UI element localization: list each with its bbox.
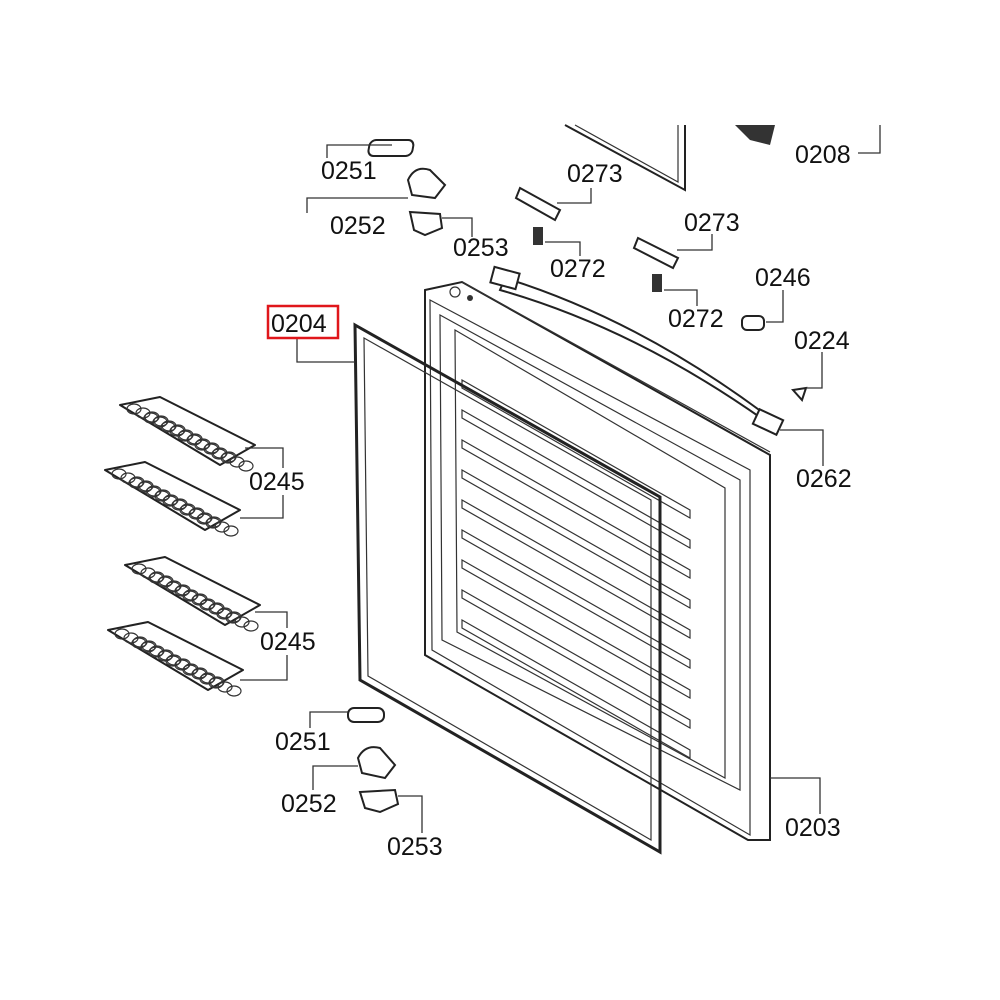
- upper-door-fragment: [564, 124, 775, 192]
- egg-cup: [158, 575, 174, 587]
- egg-cup: [170, 424, 186, 436]
- pin-0273-b: [632, 236, 680, 270]
- hinge-0253-bottom: [358, 788, 400, 814]
- egg-cup: [132, 636, 148, 648]
- door-rib: [461, 408, 691, 550]
- egg-tray: [124, 556, 261, 632]
- label-0224[interactable]: 0224: [794, 327, 850, 355]
- egg-cup: [153, 415, 169, 427]
- door-rib: [461, 618, 691, 760]
- screw-0272-b: [652, 274, 662, 292]
- label-0273-a[interactable]: 0273: [567, 160, 623, 188]
- egg-cup: [123, 632, 139, 644]
- egg-cup: [192, 593, 208, 605]
- label-0245-b[interactable]: 0245: [260, 628, 316, 656]
- egg-cup: [192, 667, 208, 679]
- label-0204[interactable]: 0204: [271, 310, 327, 338]
- egg-cup: [114, 628, 130, 640]
- egg-cup: [141, 640, 157, 652]
- egg-cup: [138, 480, 154, 492]
- egg-cup: [175, 584, 191, 596]
- egg-cup: [226, 611, 242, 623]
- hinge-bush-0252-bottom: [356, 746, 397, 780]
- egg-cup: [149, 571, 165, 583]
- egg-cup: [155, 489, 171, 501]
- egg-cup: [126, 403, 142, 415]
- hinge-bush-0252-top: [406, 167, 447, 200]
- upper-hinge-part: [735, 125, 775, 145]
- door-rib: [461, 528, 691, 670]
- shim-0251-bottom: [347, 707, 385, 723]
- shim-0251-top: [367, 139, 415, 157]
- egg-cup: [204, 442, 220, 454]
- door-gasket: [353, 322, 662, 855]
- part-labels: 0208 0251 0252 0253 0273 0272 0273 0272 …: [249, 141, 852, 861]
- label-0253-top[interactable]: 0253: [453, 234, 509, 262]
- egg-cup: [206, 516, 222, 528]
- label-0252-bottom[interactable]: 0252: [281, 790, 337, 818]
- pin-0273-a: [514, 186, 562, 222]
- highlight-box-0204: [266, 304, 340, 340]
- label-0272-b[interactable]: 0272: [668, 305, 724, 333]
- egg-tray: [107, 621, 244, 697]
- label-0252-top[interactable]: 0252: [330, 212, 386, 240]
- egg-tray: [119, 396, 256, 472]
- egg-cup: [238, 460, 254, 472]
- label-0245-a[interactable]: 0245: [249, 468, 305, 496]
- egg-cup: [221, 451, 237, 463]
- small-parts: [347, 139, 808, 814]
- egg-cup: [223, 525, 239, 537]
- egg-tray: [104, 461, 241, 537]
- label-0246[interactable]: 0246: [755, 264, 811, 292]
- egg-cup: [172, 498, 188, 510]
- leader-lines: [240, 125, 881, 833]
- egg-cup: [175, 658, 191, 670]
- screw-0224: [791, 386, 808, 402]
- label-0203[interactable]: 0203: [785, 814, 841, 842]
- egg-cup: [135, 407, 151, 419]
- egg-trays: [104, 396, 261, 697]
- label-0262[interactable]: 0262: [796, 465, 852, 493]
- egg-cup: [189, 507, 205, 519]
- egg-cup: [187, 433, 203, 445]
- egg-cup: [111, 468, 127, 480]
- egg-cup: [209, 676, 225, 688]
- door-rib: [461, 498, 691, 640]
- egg-cup: [243, 620, 259, 632]
- cap-0246: [741, 315, 765, 331]
- door-liner-ribs: [461, 378, 691, 760]
- egg-cup: [140, 567, 156, 579]
- door-frame: [424, 280, 771, 841]
- label-0208[interactable]: 0208: [795, 141, 851, 169]
- door-handle: [489, 265, 785, 437]
- label-0251-bottom[interactable]: 0251: [275, 728, 331, 756]
- egg-cup: [226, 685, 242, 697]
- hinge-0253-top: [408, 210, 444, 237]
- egg-cup: [129, 476, 145, 488]
- screw-0272-a: [533, 227, 543, 245]
- label-0253-bottom[interactable]: 0253: [387, 833, 443, 861]
- door-rib: [461, 558, 691, 700]
- egg-cup: [209, 602, 225, 614]
- label-0273-b[interactable]: 0273: [684, 209, 740, 237]
- label-0251-top[interactable]: 0251: [321, 157, 377, 185]
- door-rib: [461, 588, 691, 730]
- egg-cup: [144, 411, 160, 423]
- egg-cup: [158, 649, 174, 661]
- egg-cup: [131, 563, 147, 575]
- door-rib: [461, 468, 691, 610]
- door-rib: [461, 438, 691, 580]
- egg-cup: [120, 472, 136, 484]
- label-0272-a[interactable]: 0272: [550, 255, 606, 283]
